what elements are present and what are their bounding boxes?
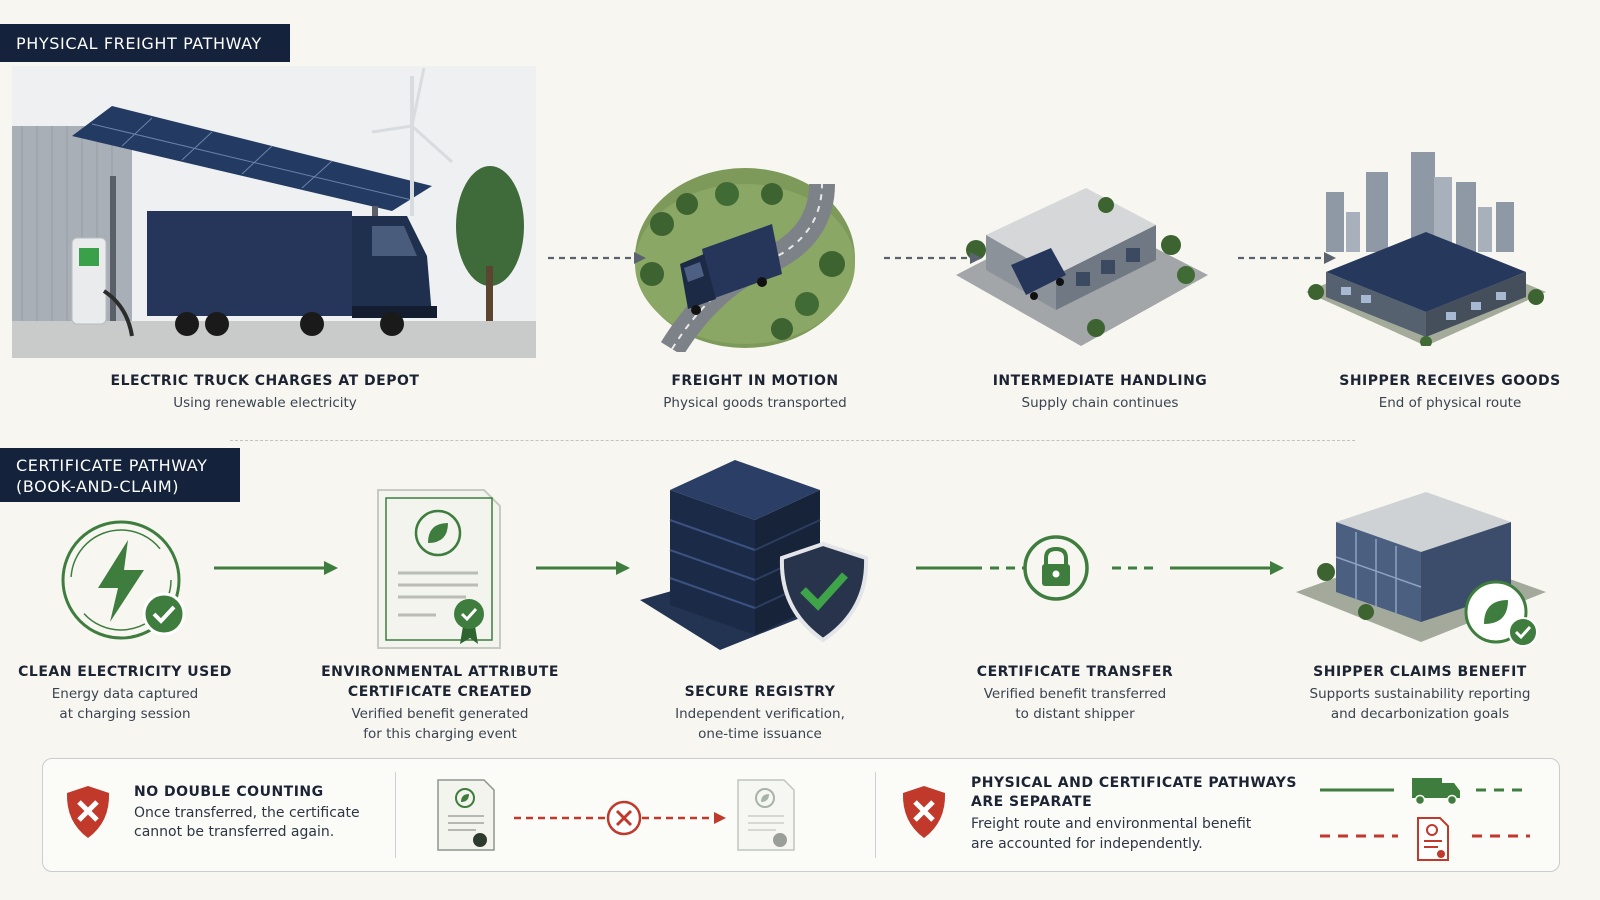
physical-arrow-1 bbox=[548, 252, 646, 264]
cert-stage-1-title: CLEAN ELECTRICITY USED bbox=[18, 664, 232, 680]
truck-icon bbox=[1412, 778, 1460, 806]
server-shield-icon bbox=[640, 460, 869, 650]
phys-stage-1-title: ELECTRIC TRUCK CHARGES AT DEPOT bbox=[110, 373, 420, 389]
cert-arrow-1 bbox=[214, 561, 338, 575]
double-transfer-blocked-arrow bbox=[514, 800, 726, 836]
solar-depot-truck-illustration bbox=[12, 66, 536, 358]
physical-pathway-badge: PHYSICAL FREIGHT PATHWAY bbox=[0, 24, 290, 62]
phys-stage-3-subtitle: Supply chain continues bbox=[1021, 395, 1179, 411]
pathways-separate-title-line1: PHYSICAL AND CERTIFICATE PATHWAYS bbox=[971, 775, 1297, 791]
certificate-pathway-sublabel: (BOOK-AND-CLAIM) bbox=[16, 477, 180, 496]
cert-stage-3-sub-line1: Independent verification, bbox=[675, 706, 845, 722]
cert-stage-3-title: SECURE REGISTRY bbox=[684, 684, 836, 700]
cert-stage-2-sub-line1: Verified benefit generated bbox=[351, 706, 529, 722]
no-double-counting-title: NO DOUBLE COUNTING bbox=[134, 784, 324, 800]
no-double-counting-text-line1: Once transferred, the certificate bbox=[134, 805, 360, 821]
shield-x-icon bbox=[66, 786, 110, 838]
notes-separator-2 bbox=[875, 772, 876, 858]
certificate-pathway-badge: CERTIFICATE PATHWAY (BOOK-AND-CLAIM) bbox=[0, 448, 240, 502]
warehouse-illustration bbox=[956, 188, 1208, 346]
shipper-leaf-building-icon bbox=[1296, 492, 1546, 647]
cert-stage-1-sub-line2: at charging session bbox=[59, 706, 191, 722]
certificate-icon bbox=[377, 489, 501, 649]
cert-stage-3-sub-line2: one-time issuance bbox=[698, 726, 822, 742]
cert-transfer-arrow-right bbox=[1112, 561, 1284, 575]
no-double-counting-text-line2: cannot be transferred again. bbox=[134, 824, 335, 840]
cert-stage-5-sub-line2: and decarbonization goals bbox=[1330, 706, 1510, 722]
cert-stage-4-sub-line1: Verified benefit transferred bbox=[983, 686, 1167, 702]
notes-panel bbox=[42, 758, 1560, 872]
pathways-separate-text-line2: are accounted for independently. bbox=[971, 836, 1203, 852]
phys-stage-2-subtitle: Physical goods transported bbox=[663, 395, 847, 411]
cert-stage-5-sub-line1: Supports sustainability reporting bbox=[1309, 686, 1531, 702]
physical-arrow-3 bbox=[1238, 252, 1336, 264]
phys-stage-4-title: SHIPPER RECEIVES GOODS bbox=[1339, 373, 1561, 389]
cert-stage-1-sub-line1: Energy data captured bbox=[51, 686, 199, 702]
phys-stage-1-subtitle: Using renewable electricity bbox=[173, 395, 357, 411]
phys-stage-2-title: FREIGHT IN MOTION bbox=[671, 373, 839, 389]
cert-stage-5-title: SHIPPER CLAIMS BENEFIT bbox=[1313, 664, 1527, 680]
separate-freight-line bbox=[1320, 778, 1530, 806]
cert-transfer-line-left bbox=[916, 566, 1024, 570]
shield-x-icon bbox=[902, 786, 946, 838]
certificate-small-icon bbox=[437, 779, 495, 851]
certificate-pathway-label: CERTIFICATE PATHWAY bbox=[16, 456, 208, 475]
lock-icon bbox=[1023, 535, 1089, 601]
cert-arrow-2 bbox=[536, 561, 630, 575]
physical-arrow-2 bbox=[884, 252, 982, 264]
city-shipper-illustration bbox=[1306, 152, 1546, 346]
pathways-separate-title-line2: ARE SEPARATE bbox=[971, 794, 1093, 810]
physical-pathway-label: PHYSICAL FREIGHT PATHWAY bbox=[16, 34, 262, 53]
certificate-red-icon bbox=[1417, 817, 1449, 861]
truck-on-road-illustration bbox=[635, 168, 855, 352]
lightning-check-icon bbox=[61, 520, 186, 640]
cert-stage-2-title-line1: ENVIRONMENTAL ATTRIBUTE bbox=[321, 664, 559, 680]
phys-stage-4-subtitle: End of physical route bbox=[1378, 395, 1522, 411]
cert-stage-2-sub-line2: for this charging event bbox=[363, 726, 517, 742]
certificate-faded-icon bbox=[737, 779, 795, 851]
notes-separator-1 bbox=[395, 772, 396, 858]
pathways-separate-text-line1: Freight route and environmental benefit bbox=[971, 816, 1252, 832]
separate-certificate-line bbox=[1320, 817, 1530, 861]
cert-stage-4-title: CERTIFICATE TRANSFER bbox=[976, 664, 1174, 680]
cert-stage-4-sub-line2: to distant shipper bbox=[1015, 706, 1135, 722]
cert-stage-2-title-line2: CERTIFICATE CREATED bbox=[347, 684, 533, 700]
phys-stage-3-title: INTERMEDIATE HANDLING bbox=[992, 373, 1208, 389]
pathway-divider bbox=[230, 440, 1355, 441]
